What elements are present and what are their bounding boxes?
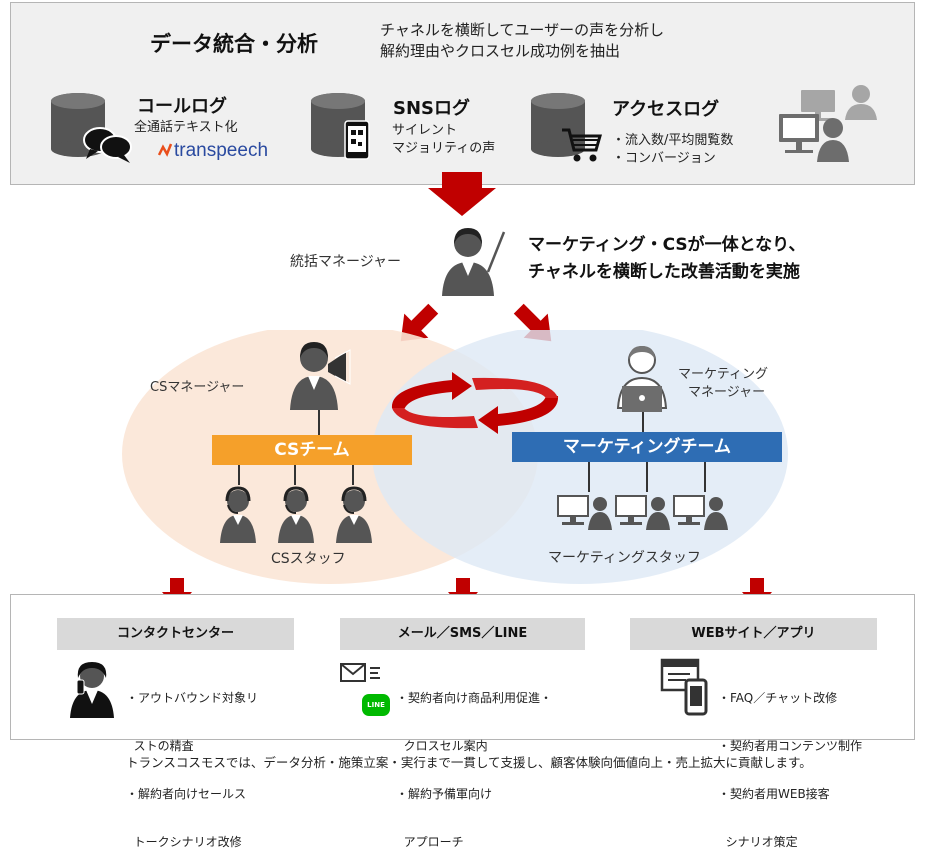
- mk-connector-2: [646, 462, 648, 492]
- panel-description-line1: チャネルを横断してユーザーの声を分析し: [380, 21, 665, 39]
- staff-computer-icon-2: [615, 495, 670, 530]
- data-integration-panel: [10, 2, 915, 185]
- marketing-manager-label: マーケティング マネージャー: [678, 366, 768, 402]
- cs-connector-3: [352, 465, 354, 485]
- line-app-icon: LINE: [362, 694, 390, 716]
- channel-head-contact-center: コンタクトセンター: [57, 618, 294, 650]
- contact-center-item: ・解約者向けセールス: [126, 787, 247, 801]
- transpeech-logo-text: transpeech: [174, 140, 269, 161]
- panel-description-line2: 解約理由やクロスセル成功例を抽出: [380, 42, 621, 60]
- marketing-manager-label-line1: マーケティング: [678, 367, 768, 382]
- web-item: ・FAQ／チャット改修: [718, 691, 838, 705]
- contact-center-item: ・アウトバウンド対象リ: [126, 691, 259, 705]
- source-sub-sns-2: マジョリティの声: [392, 141, 496, 156]
- mail-icon: [340, 663, 380, 682]
- marketing-manager-label-line2: マネージャー: [688, 385, 766, 400]
- down-arrow-icon-main: [428, 172, 496, 216]
- chat-bubble-icon: [83, 127, 132, 163]
- mail-item: ・解約予備軍向け: [396, 787, 493, 801]
- marketing-manager-connector: [642, 412, 644, 436]
- general-manager-label: 統括マネージャー: [290, 254, 402, 270]
- channel-head-mail: メール／SMS／LINE: [340, 618, 585, 650]
- marketing-manager-laptop-icon: [616, 346, 668, 412]
- cs-manager-label: CSマネージャー: [150, 380, 245, 395]
- cs-staff-group: [220, 486, 372, 543]
- source-title-access: アクセスログ: [612, 99, 720, 120]
- marketing-team-box: マーケティングチーム: [512, 432, 782, 462]
- arrow-to-cs-icon: [400, 303, 439, 342]
- marketing-staff-group: [557, 495, 728, 530]
- web-item: ・契約者用コンテンツ制作: [718, 739, 863, 753]
- cs-connector-2: [294, 465, 296, 485]
- staff-computer-icon-3: [673, 495, 728, 530]
- marketing-staff-label: マーケティングスタッフ: [548, 550, 701, 566]
- operator-icon-2: [278, 486, 314, 543]
- presenter-manager-icon: [442, 228, 506, 296]
- cs-manager-megaphone-icon: [290, 342, 351, 410]
- cs-team-box: CSチーム: [212, 435, 412, 465]
- mail-item: アプローチ: [396, 835, 464, 849]
- panel-description: チャネルを横断してユーザーの声を分析し 解約理由やクロスセル成功例を抽出: [380, 20, 664, 62]
- cycle-arrows-icon: [391, 372, 559, 434]
- integration-message: マーケティング・CSが一体となり、 チャネルを横断した改善活動を実施: [528, 232, 806, 286]
- shopping-cart-icon: [562, 128, 602, 162]
- mail-item: クロスセル案内: [396, 739, 488, 753]
- integration-message-line2: チャネルを横断した改善活動を実施: [528, 262, 800, 282]
- footer-text: トランスコスモスでは、データ分析・施策立案・実行まで一貫して支援し、顧客体験向価…: [126, 755, 812, 770]
- source-sub-access-2: ・コンバージョン: [612, 151, 716, 166]
- source-sub-access-1: ・流入数/平均閲覧数: [612, 133, 734, 148]
- cs-manager-connector: [318, 410, 320, 436]
- transpeech-logo: transpeech: [157, 140, 269, 162]
- users-at-computers-icon: [779, 85, 877, 162]
- smartphone-icon: [344, 120, 370, 160]
- integration-message-line1: マーケティング・CSが一体となり、: [528, 235, 806, 255]
- transpeech-logo-mark-icon: [157, 143, 173, 157]
- channel-head-web: WEBサイト／アプリ: [630, 618, 877, 650]
- source-sub-call: 全通話テキスト化: [134, 120, 238, 135]
- operator-phone-icon: [70, 662, 114, 718]
- mk-connector-3: [704, 462, 706, 492]
- source-title-call: コールログ: [137, 96, 227, 117]
- web-item: ・契約者用WEB接客: [718, 787, 830, 801]
- operator-icon-1: [220, 486, 256, 543]
- browser-smartphone-icon: [660, 658, 708, 716]
- panel-title: データ統合・分析: [150, 32, 318, 56]
- source-title-sns: SNSログ: [393, 98, 470, 119]
- cs-connector-1: [238, 465, 240, 485]
- contact-center-item: ストの精査: [126, 739, 194, 753]
- staff-computer-icon-1: [557, 495, 612, 530]
- mk-connector-1: [588, 462, 590, 492]
- source-sub-sns-1: サイレント: [392, 123, 458, 138]
- mail-item: ・契約者向け商品利用促進・: [396, 691, 553, 705]
- operator-icon-3: [336, 486, 372, 543]
- contact-center-item: トークシナリオ改修: [126, 835, 242, 849]
- web-item: シナリオ策定: [718, 835, 798, 849]
- database-icon-access: [531, 93, 585, 157]
- cs-staff-label: CSスタッフ: [271, 551, 346, 567]
